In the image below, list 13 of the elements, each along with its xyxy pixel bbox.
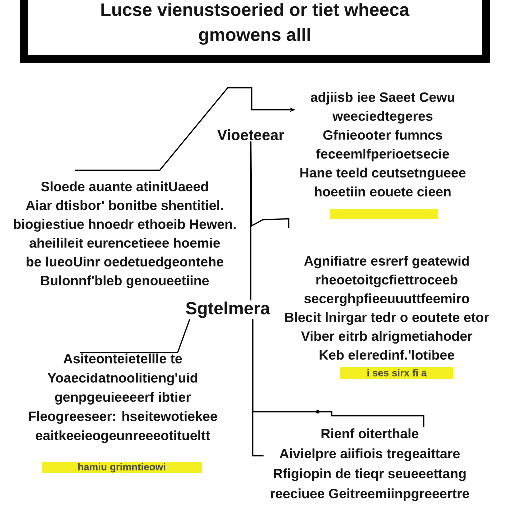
body-text: Sloede auante atinitUaeed Aiar dtisbor' bonitbe shentitiel. biogiestiue hnoedr ethoeib Hewen. aheilileit eurencetieee hoemie be lueoUinr oedetuedgeontehe Bulonnf'bleb genoueetiine (14, 182, 236, 288)
highlighted-text: hamiu grimntieowi (42, 462, 202, 474)
body-text: adjiisb iee Saeet Cewu weeciedtegeres Gfnieooter fumncs feceemlfperioetsecie Hane teeld ceutsetngueee hoeetiin eouete cieen (300, 92, 466, 197)
heading: Vioeteear (217, 130, 284, 140)
highlighted-text: i ses sirx fi a (340, 367, 454, 379)
connector-line (80, 319, 191, 354)
body-text: Rienf oiterthale Aivielpre aiifiois tregeaittare Rfigiopin de tieqr seueeettang reeciuee Geitreemiinpgreeertre (271, 428, 470, 502)
heading: Sgtelmera (186, 302, 270, 318)
connector-line (252, 319, 425, 428)
body-text: Agnifiatre esrerf geatewid rheoetoitgcfiettroceeb secerghpfieeuuuttfeemiro Blecit lnirgar tedr o eoutete etor Viber eitrb alrigmetiahoder Keb eleredinf.'lotibee (286, 256, 490, 360)
connector-line (250, 142, 290, 228)
title-box: Lucse vienustsoeried or tiet wheeca gmowens alll (20, 0, 490, 63)
body-text: Asiteonteietellle te Yoaecidatnoolitieng'uid genpgeuieeeerf ibtier Fleogreeseer: hseitewotiekee eaitkeeieogeunreeeotitueltt (29, 354, 218, 444)
